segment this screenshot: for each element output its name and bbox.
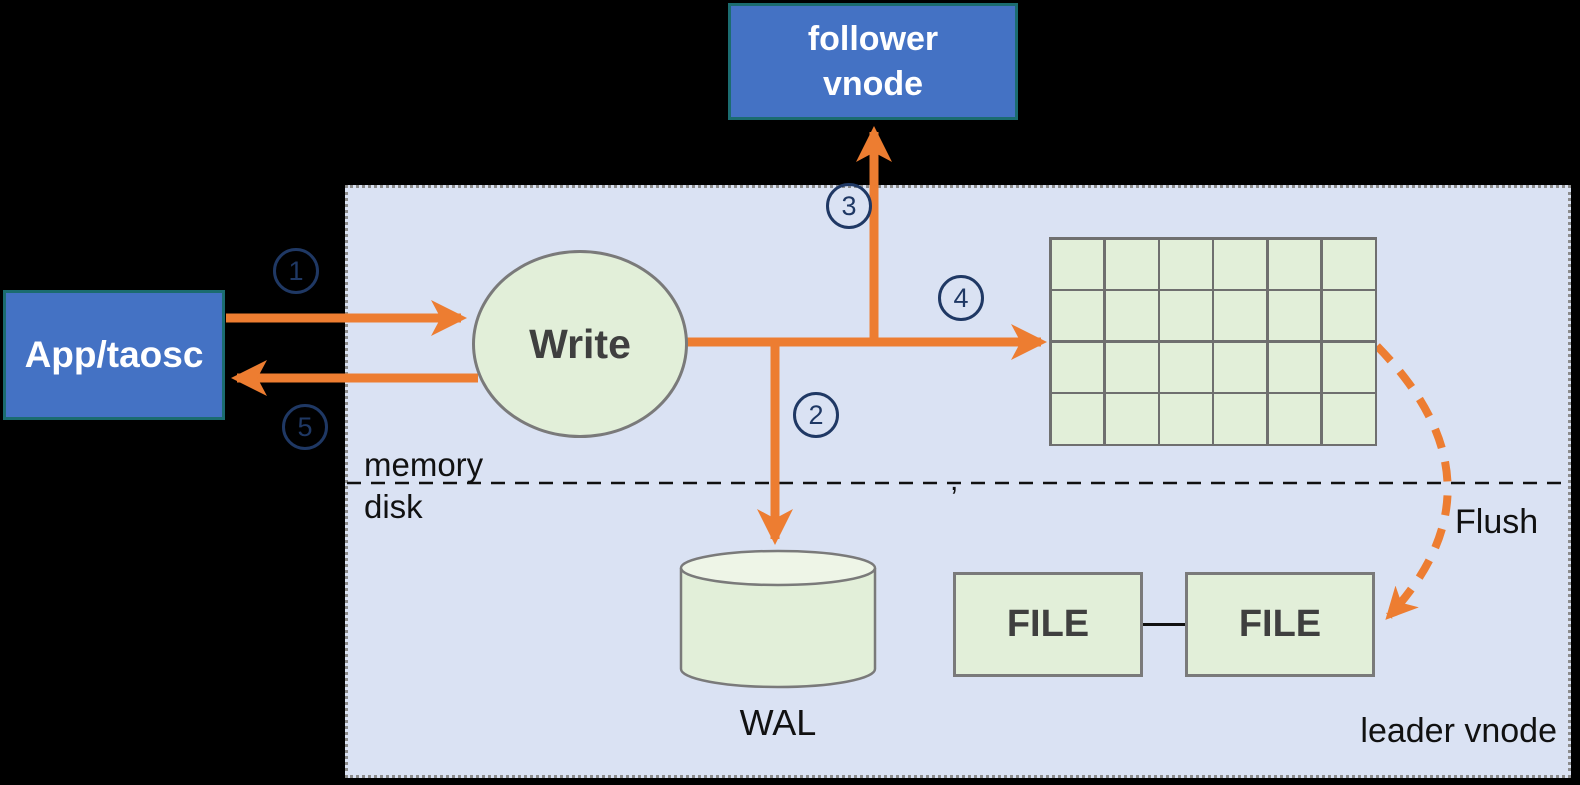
memtable-cell bbox=[1268, 394, 1321, 444]
step-1-badge: 1 bbox=[273, 248, 319, 294]
memtable-cell bbox=[1322, 239, 1375, 289]
wal-label: WAL bbox=[739, 702, 817, 743]
memtable-cell bbox=[1105, 239, 1158, 289]
memtable-cell bbox=[1214, 291, 1266, 341]
wal-cylinder bbox=[679, 549, 877, 689]
step-1-number: 1 bbox=[288, 255, 304, 286]
memtable-cell bbox=[1160, 342, 1212, 392]
memtable-cell bbox=[1160, 291, 1212, 341]
memtable-cell bbox=[1268, 291, 1321, 341]
step-5-number: 5 bbox=[297, 411, 313, 442]
step-2-badge: 2 bbox=[793, 392, 839, 438]
memtable-cell bbox=[1160, 239, 1212, 289]
memtable-cell bbox=[1268, 342, 1321, 392]
leader-vnode-label: leader vnode bbox=[1360, 712, 1557, 750]
memtable-cell bbox=[1051, 239, 1104, 289]
flush-label: Flush bbox=[1455, 503, 1539, 541]
file-box-left: FILE bbox=[953, 572, 1143, 677]
step-3-number: 3 bbox=[841, 190, 857, 221]
step-4-badge: 4 bbox=[938, 275, 984, 321]
app-taosc-box: App/taosc bbox=[3, 290, 225, 420]
divider-comma-mark: , bbox=[950, 464, 959, 497]
memtable-cell bbox=[1105, 394, 1158, 444]
disk-label: disk bbox=[364, 488, 423, 525]
memtable-cell bbox=[1051, 291, 1104, 341]
file-box-right: FILE bbox=[1185, 572, 1375, 677]
follower-vnode-box: follower vnode bbox=[728, 3, 1018, 120]
memtable-cell bbox=[1160, 394, 1212, 444]
step-2-number: 2 bbox=[808, 399, 824, 430]
memtable-cell bbox=[1214, 342, 1266, 392]
memtable-cell bbox=[1322, 394, 1375, 444]
step-4-number: 4 bbox=[953, 282, 969, 313]
write-circle: Write bbox=[472, 250, 688, 438]
memtable-cell bbox=[1105, 342, 1158, 392]
memtable-cell bbox=[1268, 239, 1321, 289]
memtable-cell bbox=[1322, 342, 1375, 392]
memtable-cell bbox=[1051, 394, 1104, 444]
memtable-cell bbox=[1051, 342, 1104, 392]
step-3-badge: 3 bbox=[826, 183, 872, 229]
memtable-cell bbox=[1214, 394, 1266, 444]
memtable-cell bbox=[1214, 239, 1266, 289]
step-5-badge: 5 bbox=[282, 404, 328, 450]
memtable-cell bbox=[1105, 291, 1158, 341]
memtable bbox=[1049, 237, 1377, 446]
file-connector-line bbox=[1143, 623, 1185, 626]
memory-label: memory bbox=[364, 446, 484, 483]
memtable-cell bbox=[1322, 291, 1375, 341]
